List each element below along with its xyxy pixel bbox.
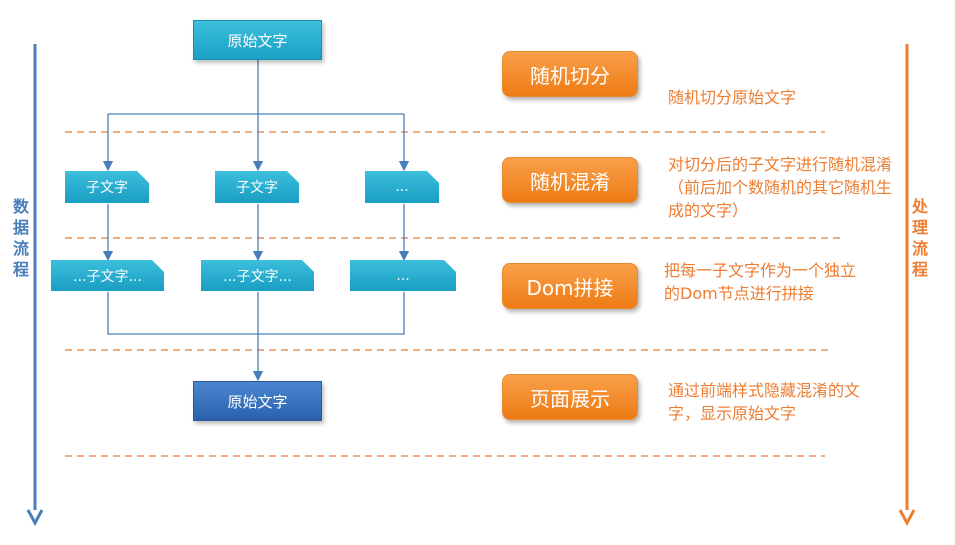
obfuscated-box-3: ... xyxy=(350,260,456,291)
process-flow-arrowhead xyxy=(898,509,916,527)
step-4-description: 通过前端样式隐藏混淆的文字，显示原始文字 xyxy=(668,381,861,423)
source-text-box: 原始文字 xyxy=(193,20,322,60)
obfuscated-box-1: ...子文字... xyxy=(51,260,164,291)
step-1-description: 随机切分原始文字 xyxy=(668,88,797,107)
step-random-split: 随机切分 xyxy=(502,51,638,97)
step-page-display: 页面展示 xyxy=(502,374,638,420)
connectors xyxy=(102,60,410,382)
child-box-1: 子文字 xyxy=(65,171,149,203)
result-text-box: 原始文字 xyxy=(193,381,322,421)
step-2-description: 对切分后的子文字进行随机混淆（前后加个数随机的其它随机生成的文字） xyxy=(668,155,893,220)
obfuscated-box-2: ...子文字... xyxy=(201,260,314,291)
data-flow-arrowhead xyxy=(26,509,44,527)
step-3-description: 把每一子文字作为一个独立的Dom节点进行拼接 xyxy=(664,261,857,303)
step-dom-concat: Dom拼接 xyxy=(502,263,638,309)
process-flow-label: 处理流程 xyxy=(911,197,928,279)
data-flow-label: 数据流程 xyxy=(12,197,29,279)
child-box-3: ... xyxy=(365,171,439,203)
child-box-2: 子文字 xyxy=(215,171,299,203)
step-random-obfuscate: 随机混淆 xyxy=(502,157,638,203)
